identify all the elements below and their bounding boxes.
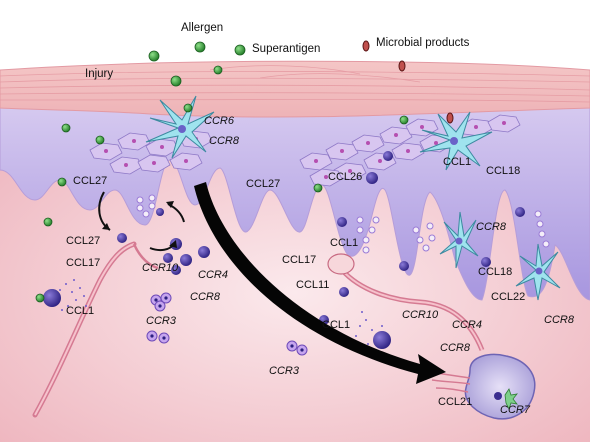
dendritic-cell-mid (439, 211, 479, 269)
label-ccr7: CCR7 (500, 404, 530, 416)
label-ccr6: CCR6 (204, 115, 234, 127)
lymphatic-cells (136, 194, 550, 254)
label-ccl17-mid: CCL17 (282, 254, 317, 266)
label-ccl27-lower: CCL27 (66, 235, 101, 247)
label-allergen: Allergen (181, 22, 224, 34)
label-ccr3-bottom: CCR3 (269, 365, 299, 377)
label-ccl18-top: CCL18 (486, 165, 521, 177)
label-ccr8-right-mid: CCR8 (476, 221, 506, 233)
label-superantigen: Superantigen (252, 43, 321, 55)
lymph-node-cell (494, 392, 502, 400)
mast-cell-mid (373, 331, 391, 349)
label-ccl1-top: CCL1 (443, 156, 472, 168)
langerhans-cell-top (145, 95, 215, 159)
ccr3-cell-nuclei (150, 296, 304, 352)
label-ccr4-left: CCR4 (198, 269, 228, 281)
mast-cell-left (43, 289, 61, 307)
label-ccr8-lower: CCR8 (440, 342, 470, 354)
label-ccl11-mid: CCL11 (296, 279, 330, 291)
label-ccl26: CCL26 (328, 171, 363, 183)
migration-arrow (194, 182, 446, 384)
label-ccl1-lower: CCL1 (322, 319, 351, 331)
microbial-particles (362, 40, 454, 124)
label-ccr8-left: CCR8 (190, 291, 220, 303)
keratinocyte-nuclei (104, 121, 506, 179)
label-ccl1-mid: CCL1 (330, 237, 359, 249)
label-ccl27-left: CCL27 (73, 175, 108, 187)
arrowheads-left (102, 201, 177, 248)
label-microbial-products: Microbial products (376, 37, 470, 49)
label-ccl1-left: CCL1 (66, 305, 95, 317)
stratum-corneum (0, 60, 590, 118)
label-injury: Injury (85, 68, 114, 80)
label-ccr4-right: CCR4 (452, 319, 482, 331)
skin-fibers (0, 65, 590, 103)
label-ccr8-top: CCR8 (209, 135, 239, 147)
vessel-cross-section (327, 253, 355, 275)
dendritic-cell-lower (515, 243, 561, 301)
label-ccr10-right: CCR10 (402, 309, 439, 321)
lymph-node-dendritic (504, 388, 518, 411)
allergen-particles (35, 41, 409, 303)
label-ccr8-right: CCR8 (544, 314, 574, 326)
t-cells (117, 151, 525, 383)
label-ccl22-right: CCL22 (491, 291, 526, 303)
lymph-node (464, 353, 536, 420)
vessel-to-dermis-left (132, 243, 159, 270)
label-ccr10-left: CCR10 (142, 262, 179, 274)
langerhans-cell-right (419, 111, 493, 171)
label-ccl27-mid: CCL27 (246, 178, 281, 190)
label-ccl18-right: CCL18 (478, 266, 513, 278)
label-ccr3-left: CCR3 (146, 315, 176, 327)
label-ccl17-left: CCL17 (66, 257, 101, 269)
label-ccl21: CCL21 (438, 396, 473, 408)
